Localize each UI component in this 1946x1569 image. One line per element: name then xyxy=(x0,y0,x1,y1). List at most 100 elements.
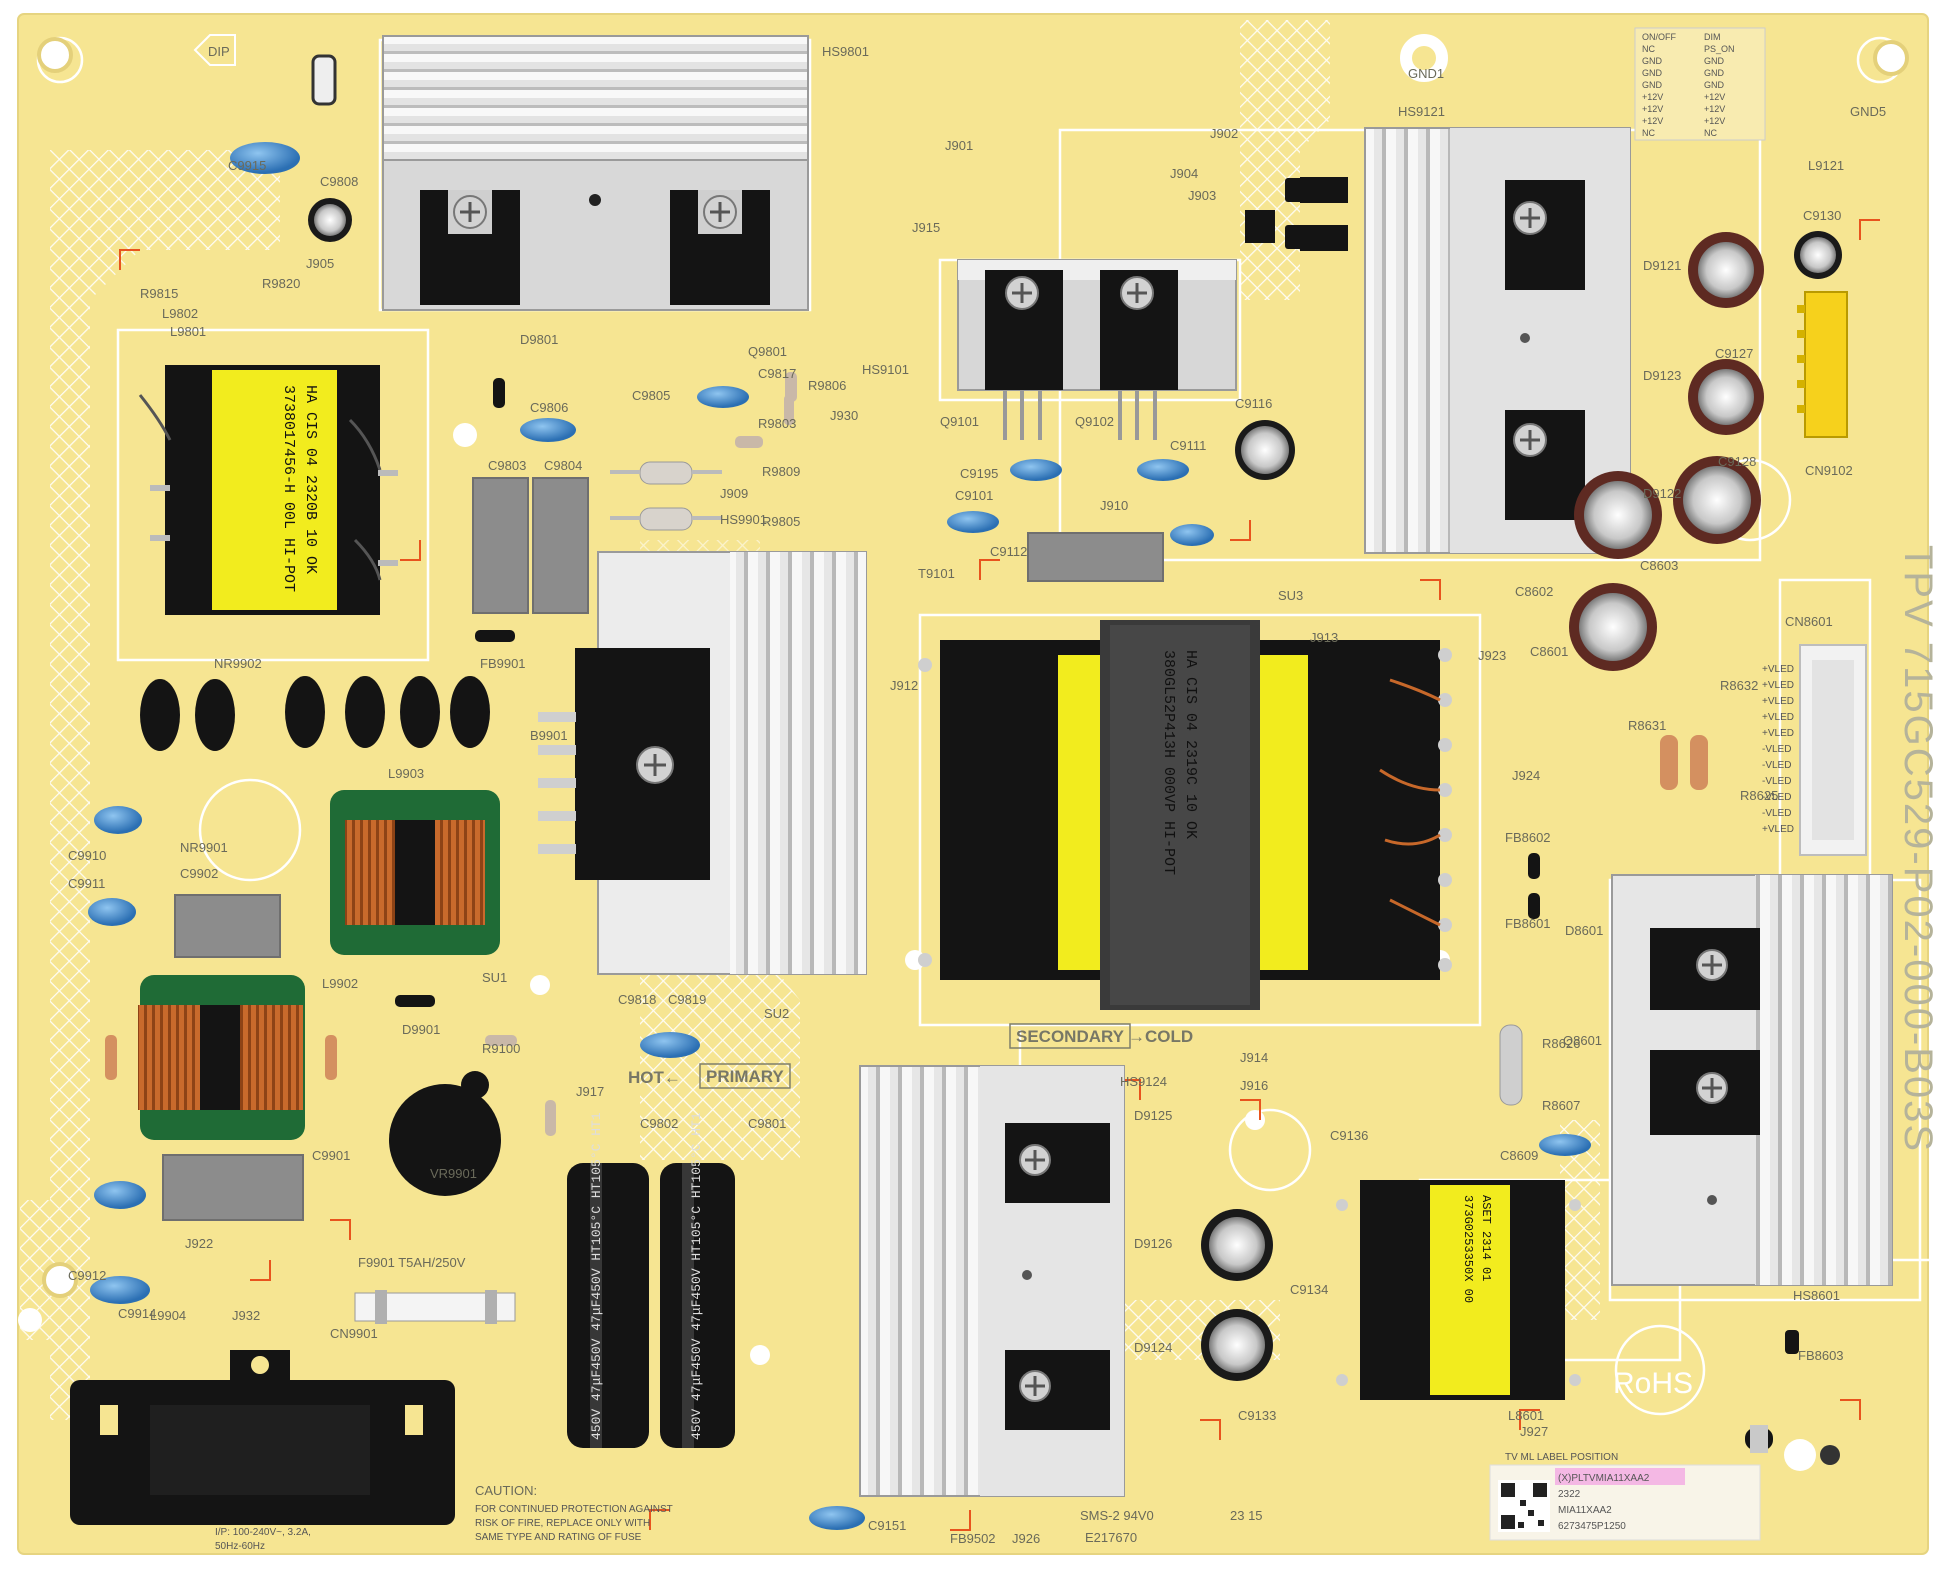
heatsink-hs9121 xyxy=(1364,127,1631,554)
product-label-line-1: (X)PLTVMIA11XAA2 xyxy=(1558,1473,1650,1484)
silk-label-c9910: C9910 xyxy=(68,848,106,863)
silk-label-c9915: C9915 xyxy=(228,158,266,173)
silk-label-fb9901: FB9901 xyxy=(480,656,526,671)
silk-label-j913: J913 xyxy=(1310,630,1338,645)
silk-label-fb9502: FB9502 xyxy=(950,1531,996,1546)
bulk-cap-left-text: 450V 47μF450V 47μF450V HT105°C HT105°C H… xyxy=(589,1112,604,1440)
silk-label-r8607: R8607 xyxy=(1542,1098,1580,1113)
silk-label-c9134: C9134 xyxy=(1290,1282,1328,1297)
silk-label-c9116: C9116 xyxy=(1235,396,1272,411)
silk-label-d9124: D9124 xyxy=(1134,1340,1172,1355)
silk-label-j932: J932 xyxy=(232,1308,260,1323)
aux-transformer-line-2: ASET 2314 01 xyxy=(1479,1195,1493,1281)
aux-transformer-marking: 373G0253350X 00 ASET 2314 01 xyxy=(1461,1195,1493,1303)
silk-label-j912: J912 xyxy=(890,678,918,693)
zone-labels: SECONDARY →COLD HOT← PRIMARY xyxy=(628,1023,1193,1089)
silk-label-c9914: C9914 xyxy=(118,1306,156,1321)
cn8601-pin-label: -VLED xyxy=(1762,808,1791,819)
silk-label-cn8601: CN8601 xyxy=(1785,614,1833,629)
silk-label-j914: J914 xyxy=(1240,1050,1268,1065)
cn8601-pin-label: +VLED xyxy=(1762,696,1794,707)
silk-label-r8632: R8632 xyxy=(1720,678,1758,693)
silk-label-gnd1: GND1 xyxy=(1408,66,1444,81)
primary-label: PRIMARY xyxy=(706,1067,784,1086)
silk-label-j909: J909 xyxy=(720,486,748,501)
dip-arrow: DIP xyxy=(193,34,236,66)
pinout-table-cell: GND xyxy=(1642,80,1663,90)
input-rating-line-1: I/P: 100-240V~, 3.2A, xyxy=(215,1527,311,1538)
pinout-table-cell: NC xyxy=(1704,128,1717,138)
silk-label-j901: J901 xyxy=(945,138,973,153)
bulk-capacitors xyxy=(567,1163,735,1448)
pinout-table-cell: NC xyxy=(1642,44,1655,54)
heatsink-hs9801 xyxy=(382,35,809,311)
aux-transformer-line-1: 373G0253350X 00 xyxy=(1461,1195,1475,1303)
silk-label-l9801: L9801 xyxy=(170,324,206,339)
silk-label-hs9124: HS9124 xyxy=(1120,1074,1167,1089)
pinout-table-cell: GND xyxy=(1704,80,1725,90)
rohs-mark: RoHS xyxy=(1613,1367,1693,1400)
silk-label-c9901: C9901 xyxy=(312,1148,350,1163)
silk-label-c8603: C8603 xyxy=(1640,558,1678,573)
choke-l9902 xyxy=(138,975,305,1140)
choke-l9903 xyxy=(330,790,500,955)
pinout-table-cell: +12V xyxy=(1704,116,1725,126)
bulk-cap-marking-left: 450V 47μF450V 47μF450V HT105°C HT105°C H… xyxy=(589,1112,604,1440)
caution-line-3: SAME TYPE AND RATING OF FUSE xyxy=(475,1532,642,1543)
silk-label-hs8601: HS8601 xyxy=(1793,1288,1840,1303)
silk-label-c9819: C9819 xyxy=(668,992,706,1007)
silk-label-cn9102: CN9102 xyxy=(1805,463,1853,478)
cn8601-pin-label: +VLED xyxy=(1762,680,1794,691)
silk-label-r8626: R8626 xyxy=(1542,1036,1580,1051)
y-capacitors xyxy=(88,142,1591,1530)
silk-label-c9195: C9195 xyxy=(960,466,998,481)
silk-label-b9901: B9901 xyxy=(530,728,568,743)
silk-label-c9805: C9805 xyxy=(632,388,670,403)
cold-label: →COLD xyxy=(1128,1027,1193,1046)
product-label-line-2: 2322 xyxy=(1558,1489,1581,1500)
silk-label-d9901: D9901 xyxy=(402,1022,440,1037)
silk-label-c9803: C9803 xyxy=(488,458,526,473)
silkscreen-reference-labels: HS9801C9915C9808J905R9815R9820L9802L9801… xyxy=(68,44,1886,1546)
standby-transformer-line-1: 3738017456-H 00L HI-POT xyxy=(280,385,297,592)
cn8601-pin-label: -VLED xyxy=(1762,744,1791,755)
silk-label-c8601: C8601 xyxy=(1530,644,1568,659)
pinout-table-cell: +12V xyxy=(1642,92,1663,102)
silk-label-vr9901: VR9901 xyxy=(430,1166,477,1181)
silk-label-r8631: R8631 xyxy=(1628,718,1666,733)
silk-label-hs9801: HS9801 xyxy=(822,44,869,59)
silk-label-j903: J903 xyxy=(1188,188,1216,203)
date-code: 23 15 xyxy=(1230,1508,1263,1523)
silk-label-l9902: L9902 xyxy=(322,976,358,991)
pinout-table-cell: +12V xyxy=(1642,116,1663,126)
silk-label-c9804: C9804 xyxy=(544,458,582,473)
silk-label-c9111: C9111 xyxy=(1170,438,1206,453)
silk-label-d9121: D9121 xyxy=(1643,258,1681,273)
silk-label-q9101: Q9101 xyxy=(940,414,979,429)
silk-label-j902: J902 xyxy=(1210,126,1238,141)
silk-label-su2: SU2 xyxy=(764,1006,789,1021)
silk-label-r9815: R9815 xyxy=(140,286,178,301)
axial-parts xyxy=(105,54,1799,1453)
silk-label-q9102: Q9102 xyxy=(1075,414,1114,429)
heatsink-hs9901 xyxy=(538,551,867,975)
silk-label-q9801: Q9801 xyxy=(748,344,787,359)
main-transformer xyxy=(918,620,1452,1010)
silk-label-d9122: D9122 xyxy=(1643,486,1681,501)
cn8601-pin-label: +VLED xyxy=(1762,728,1794,739)
pinout-table-cell: GND xyxy=(1704,68,1725,78)
silk-label-c9818: C9818 xyxy=(618,992,656,1007)
silk-label-d9125: D9125 xyxy=(1134,1108,1172,1123)
optocouplers xyxy=(1285,178,1321,249)
pinout-table-cell: ON/OFF xyxy=(1642,32,1676,42)
caution-block: CAUTION: FOR CONTINUED PROTECTION AGAINS… xyxy=(475,1483,673,1543)
silk-label-j926: J926 xyxy=(1012,1531,1040,1546)
silk-label-c9101: C9101 xyxy=(955,488,993,503)
silk-label-su1: SU1 xyxy=(482,970,507,985)
silk-label-j924: J924 xyxy=(1512,768,1540,783)
product-label-line-3: MIA11XAA2 xyxy=(1558,1505,1612,1516)
silk-label-j916: J916 xyxy=(1240,1078,1268,1093)
silk-label-j905: J905 xyxy=(306,256,334,271)
silk-label-r9809: R9809 xyxy=(762,464,800,479)
